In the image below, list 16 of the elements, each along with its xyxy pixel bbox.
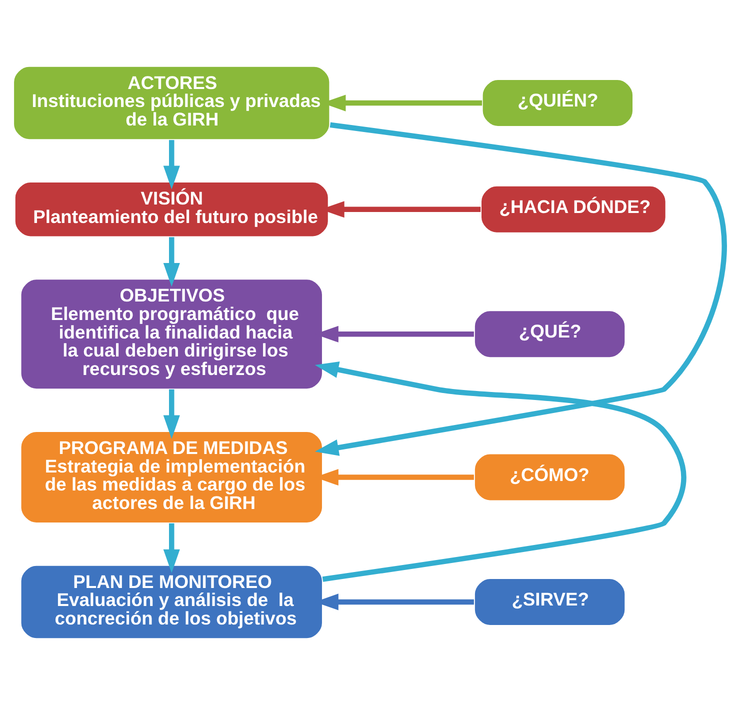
node-box: ¿HACIA DÓNDE? <box>480 185 667 234</box>
node-box: ¿QUIÉN? <box>482 78 634 128</box>
arrow <box>314 122 727 456</box>
node-box: ¿QUÉ? <box>474 310 626 358</box>
node-box: PROGRAMA DE MEDIDAS Estrategia de implementación de las medidas a cargo de los actores de la GIRH <box>20 430 324 524</box>
arrow <box>163 237 180 287</box>
arrow <box>163 523 180 574</box>
node-box: ¿CÓMO? <box>474 452 626 502</box>
node-box: ¿SIRVE? <box>474 578 626 626</box>
arrow <box>163 140 180 190</box>
node-box: PLAN DE MONITOREO Evaluación y análisis de la concreción de los objetivos <box>20 564 324 640</box>
node-box: VISIÓN Planteamiento del futuro posible <box>14 181 330 238</box>
arrow <box>314 362 686 582</box>
node-box: ACTORES Instituciones públicas y privadas de la GIRH <box>12 66 330 140</box>
arrow <box>163 389 180 439</box>
node-box: OBJETIVOS Elemento programático que identifica la finalidad hacia la cual deben dirigirse los recursos y esfuerzos <box>20 278 324 390</box>
